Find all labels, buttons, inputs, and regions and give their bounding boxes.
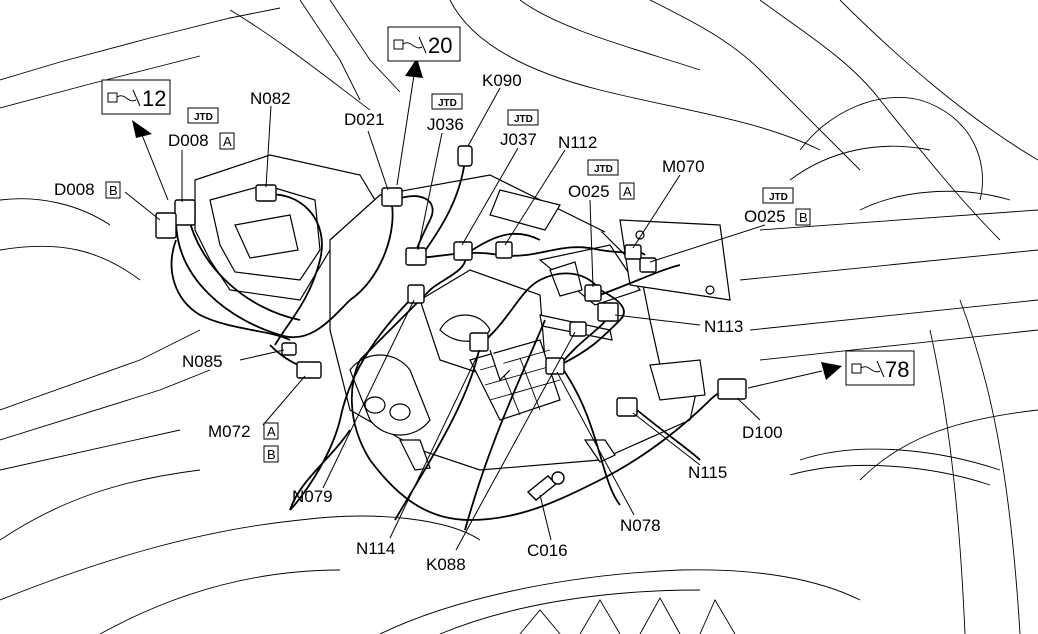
connector-J037	[453, 241, 473, 261]
label-D021: D021	[344, 110, 385, 129]
connector-M070	[624, 244, 642, 260]
reference-number: 78	[885, 357, 909, 382]
svg-text:JTD: JTD	[769, 192, 788, 203]
connector-K090	[457, 145, 473, 167]
label-N079: N079	[292, 487, 333, 506]
connector-O025-A	[584, 284, 602, 302]
jtd-tag: JTD	[187, 107, 219, 124]
reference-arrows	[132, 58, 842, 389]
connector-N085	[281, 342, 297, 356]
connector-D100	[717, 378, 747, 400]
component-labels: N082 D021 K090 J036 J037 N112 M070 O025 …	[54, 71, 811, 574]
connector-icon	[107, 89, 141, 107]
connector-M072	[296, 361, 322, 379]
connector-N112	[495, 241, 513, 259]
label-O025-B-suffix: B	[799, 210, 808, 225]
connector-D008-A	[174, 199, 196, 226]
label-K088: K088	[426, 555, 466, 574]
connector-icon	[393, 36, 427, 54]
connector-K088	[569, 321, 587, 337]
label-J037: J037	[500, 130, 537, 149]
reference-number: 20	[428, 33, 452, 58]
label-O025-A: O025	[568, 182, 610, 201]
heater-unit	[194, 154, 731, 471]
label-M072: M072	[208, 422, 251, 441]
jtd-tags: JTD JTD JTD JTD JTD	[187, 93, 794, 204]
connector-N079	[407, 284, 425, 304]
connector-icon	[851, 360, 885, 378]
label-N082: N082	[250, 89, 291, 108]
connector-N115	[616, 397, 638, 417]
connector-J036	[405, 247, 427, 266]
label-D008-B-suffix: B	[109, 183, 118, 198]
label-N115: N115	[688, 463, 727, 482]
connector-D021	[381, 187, 403, 207]
label-N112: N112	[558, 133, 597, 152]
label-O025-A-suffix: A	[623, 184, 632, 199]
reference-number: 12	[142, 86, 166, 111]
svg-text:JTD: JTD	[438, 98, 457, 109]
ring-terminal-C016	[551, 471, 565, 485]
reference-box-78[interactable]: 78	[845, 350, 915, 386]
label-M072-suffix-a: A	[267, 424, 276, 439]
connector-O025-B	[639, 257, 657, 273]
reference-box-20[interactable]: 20	[387, 26, 461, 62]
label-N114: N114	[356, 539, 395, 558]
connector-D008-B	[155, 212, 177, 239]
connector-N082	[255, 184, 277, 202]
jtd-tag: JTD	[762, 187, 794, 204]
connector-N114	[469, 332, 489, 352]
connector-N078	[545, 357, 565, 375]
svg-text:JTD: JTD	[194, 112, 213, 123]
label-D100: D100	[742, 423, 783, 442]
jtd-tag: JTD	[587, 159, 619, 176]
connectors	[155, 145, 747, 501]
svg-text:JTD: JTD	[514, 114, 533, 125]
label-D008-A: D008	[168, 131, 209, 150]
label-D008-B: D008	[54, 180, 95, 199]
label-C016: C016	[527, 541, 568, 560]
svg-text:JTD: JTD	[594, 164, 613, 175]
jtd-tag: JTD	[507, 109, 539, 126]
label-O025-B: O025	[744, 207, 786, 226]
reference-box-12[interactable]: 12	[101, 79, 171, 115]
jtd-tag: JTD	[431, 93, 463, 110]
label-J036: J036	[427, 115, 464, 134]
label-N113: N113	[704, 317, 743, 336]
label-K090: K090	[482, 71, 522, 90]
label-M072-suffix-b: B	[267, 447, 276, 462]
label-N078: N078	[620, 516, 661, 535]
leader-lines	[124, 87, 766, 551]
connector-N113	[597, 302, 619, 322]
label-D008-A-suffix: A	[223, 134, 232, 149]
label-N085: N085	[182, 352, 223, 371]
label-M070: M070	[662, 157, 705, 176]
